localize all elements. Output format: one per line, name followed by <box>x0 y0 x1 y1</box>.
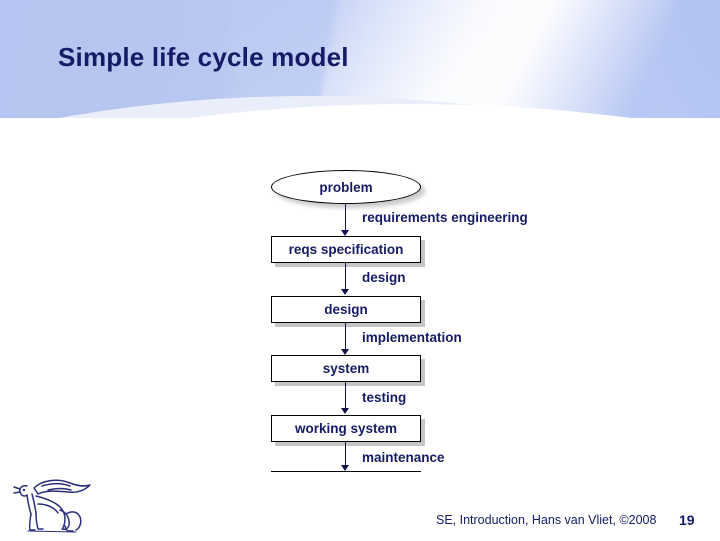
page-number: 19 <box>679 512 695 528</box>
node-final-open-box <box>271 471 421 472</box>
edge-problem-to-reqs-spec-arrowhead <box>341 230 349 236</box>
edge-design-to-system-line <box>345 323 346 350</box>
edge-label-requirements-engineering: requirements engineering <box>362 210 528 225</box>
edge-problem-to-reqs-spec-line <box>345 204 346 231</box>
edge-system-to-working-system-arrowhead <box>341 408 349 414</box>
edge-label-implementation: implementation <box>362 330 462 345</box>
slide-header-banner <box>0 0 720 118</box>
page-title: Simple life cycle model <box>58 42 349 72</box>
node-working-system[interactable]: working system <box>271 415 421 442</box>
edge-reqs-spec-to-design-line <box>345 263 346 290</box>
edge-working-system-to-final-arrowhead <box>341 465 349 471</box>
vu-griffin-logo <box>8 474 94 536</box>
edge-label-design: design <box>362 270 406 285</box>
footer-credit: SE, Introduction, Hans van Vliet, ©2008 <box>436 513 657 527</box>
node-design[interactable]: design <box>271 296 421 323</box>
node-working-system-label: working system <box>294 421 398 436</box>
edge-design-to-system-arrowhead <box>341 349 349 355</box>
node-reqs-specification[interactable]: reqs specification <box>271 236 421 263</box>
edge-label-maintenance: maintenance <box>362 450 445 465</box>
node-problem[interactable]: problem <box>271 170 421 204</box>
node-problem-label: problem <box>319 179 373 195</box>
node-system[interactable]: system <box>271 355 421 382</box>
edge-reqs-spec-to-design-arrowhead <box>341 289 349 295</box>
node-reqs-specification-label: reqs specification <box>288 242 404 257</box>
edge-label-testing: testing <box>362 390 407 405</box>
edge-system-to-working-system-line <box>345 382 346 409</box>
node-design-label: design <box>324 302 368 317</box>
node-system-label: system <box>322 361 370 376</box>
edge-working-system-to-final-line <box>345 442 346 469</box>
